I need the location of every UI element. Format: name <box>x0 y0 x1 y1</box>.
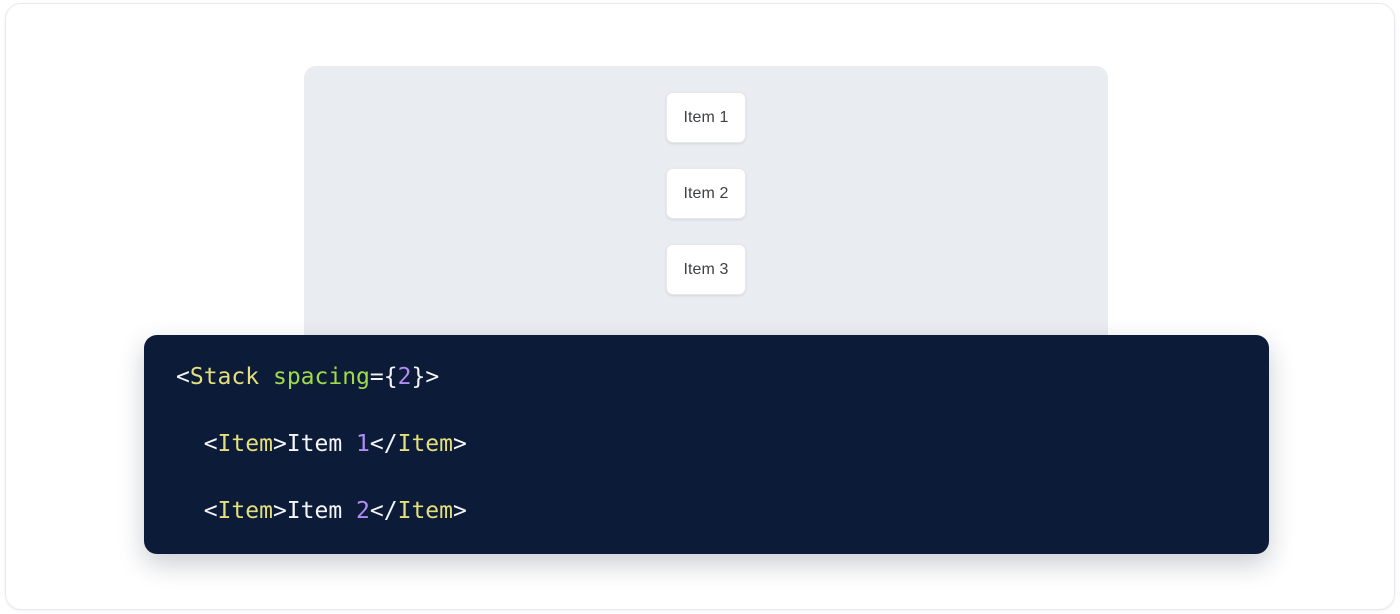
code-token-num: 2 <box>356 498 370 525</box>
code-token-punct <box>259 364 273 390</box>
code-token-punct: </ <box>369 498 398 525</box>
code-token-punct: }> <box>411 364 440 390</box>
component-preview-panel: Item 1 Item 2 Item 3 <box>304 66 1108 356</box>
stack-item[interactable]: Item 2 <box>666 168 746 219</box>
code-line: <Item>Item 1</Item> <box>176 428 1237 462</box>
code-token-tag: Stack <box>189 364 260 390</box>
code-block[interactable]: <Stack spacing={2}> <Item>Item 1</Item> … <box>176 361 1237 554</box>
stack-container: Item 1 Item 2 Item 3 <box>304 66 1108 295</box>
code-token-punct: < <box>176 364 190 390</box>
code-snippet-panel: <Stack spacing={2}> <Item>Item 1</Item> … <box>144 335 1269 554</box>
stack-item[interactable]: Item 1 <box>666 92 746 143</box>
code-token-tag: Item <box>397 431 453 458</box>
code-token-text: Item <box>286 431 357 458</box>
code-token-punct: < <box>176 498 218 525</box>
code-token-punct: > <box>272 431 287 458</box>
code-token-punct: < <box>176 431 218 458</box>
code-token-tag: Item <box>217 498 273 525</box>
stack-item-label: Item 1 <box>683 108 729 126</box>
code-token-punct: ={ <box>369 364 398 390</box>
stack-item-label: Item 3 <box>683 260 729 278</box>
code-token-punct: > <box>453 431 467 458</box>
stack-item[interactable]: Item 3 <box>666 244 746 295</box>
code-token-num: 1 <box>356 431 370 458</box>
code-token-punct: > <box>453 498 467 525</box>
code-token-tag: Item <box>397 498 453 525</box>
code-line: <Item>Item 2</Item> <box>176 495 1237 529</box>
code-token-attr: spacing <box>272 364 370 390</box>
code-line: <Stack spacing={2}> <box>176 361 1237 395</box>
code-token-num: 2 <box>397 364 412 390</box>
code-token-punct: > <box>272 498 287 525</box>
code-token-punct: </ <box>369 431 398 458</box>
stack-item-label: Item 2 <box>683 184 729 202</box>
code-token-text: Item <box>286 498 357 525</box>
code-token-tag: Item <box>217 431 273 458</box>
